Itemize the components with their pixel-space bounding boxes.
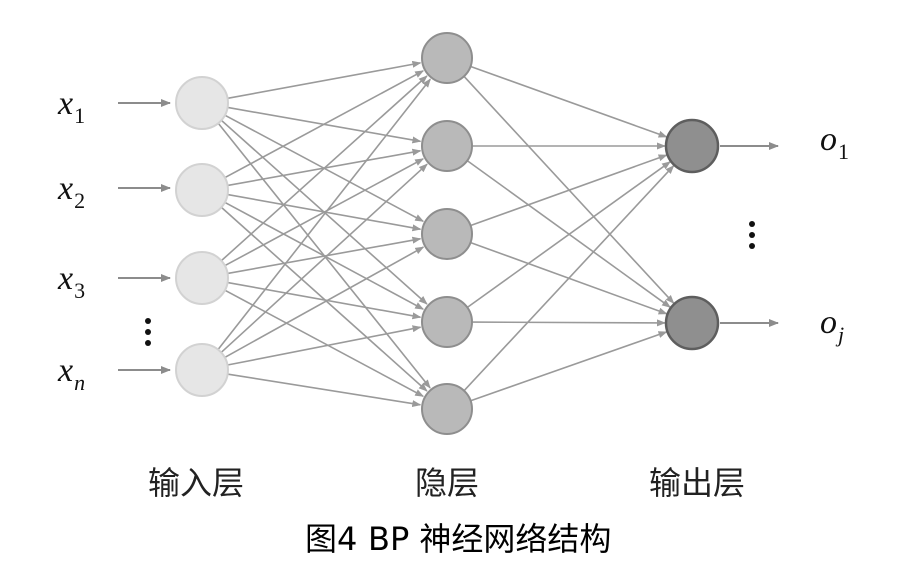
input-hidden-connection bbox=[225, 236, 422, 275]
hidden-output-connection bbox=[466, 159, 671, 308]
input-node bbox=[175, 251, 229, 305]
input-hidden-connection bbox=[225, 281, 422, 320]
hidden-node bbox=[421, 383, 473, 435]
input-hidden-connection bbox=[219, 163, 428, 355]
output-label-j: oj bbox=[820, 304, 844, 347]
output-layer-label: 输出层 bbox=[649, 464, 745, 502]
input-hidden-connection bbox=[216, 78, 431, 352]
hidden-output-connection bbox=[469, 65, 668, 138]
input-hidden-connection bbox=[225, 325, 422, 367]
hidden-output-connection bbox=[470, 319, 666, 327]
hidden-node bbox=[421, 32, 473, 84]
input-node bbox=[175, 343, 229, 397]
hidden-node bbox=[421, 296, 473, 348]
input-label-n: xn bbox=[57, 352, 85, 395]
output-layer-nodes bbox=[664, 118, 720, 351]
input-label-2: x2 bbox=[57, 170, 85, 213]
input-hidden-connection bbox=[222, 246, 425, 360]
input-layer-nodes bbox=[175, 76, 229, 397]
hidden-output-connection bbox=[462, 75, 675, 304]
input-label-1: x1 bbox=[57, 85, 85, 128]
input-hidden-connection bbox=[222, 158, 425, 268]
output-arrows bbox=[720, 142, 779, 327]
hidden-output-connection bbox=[462, 165, 675, 392]
input-labels: x1 x2 x3 xn bbox=[57, 85, 85, 395]
input-hidden-connection bbox=[219, 205, 428, 392]
input-hidden-connection bbox=[222, 70, 425, 180]
output-ellipsis-icon bbox=[749, 221, 755, 249]
input-label-3: x3 bbox=[57, 260, 85, 303]
input-arrows bbox=[118, 99, 171, 374]
input-hidden-connection bbox=[225, 193, 422, 232]
hidden-layer-nodes bbox=[421, 32, 473, 435]
hidden-output-connection bbox=[466, 161, 671, 309]
input-hidden-connection bbox=[225, 60, 422, 100]
input-node bbox=[175, 163, 229, 217]
input-node bbox=[175, 76, 229, 130]
hidden-output-connection bbox=[469, 154, 668, 227]
output-label-1: o1 bbox=[820, 121, 849, 164]
input-hidden-connection bbox=[222, 200, 425, 310]
output-node bbox=[664, 295, 720, 351]
input-layer-label: 输入层 bbox=[148, 464, 244, 502]
figure-number: 图4 bbox=[305, 520, 357, 558]
input-hidden-connection bbox=[219, 75, 428, 263]
figure-title: BP 神经网络结构 bbox=[368, 520, 611, 558]
input-ellipsis-icon bbox=[145, 318, 151, 346]
hidden-node bbox=[421, 120, 473, 172]
input-hidden-connection bbox=[222, 288, 425, 398]
output-node bbox=[664, 118, 720, 174]
output-labels: o1 oj bbox=[820, 121, 849, 347]
hidden-output-connection bbox=[469, 331, 668, 402]
network-connections bbox=[216, 60, 675, 407]
input-hidden-connection bbox=[225, 373, 422, 407]
hidden-layer-label: 隐层 bbox=[415, 464, 479, 502]
hidden-node bbox=[421, 208, 473, 260]
